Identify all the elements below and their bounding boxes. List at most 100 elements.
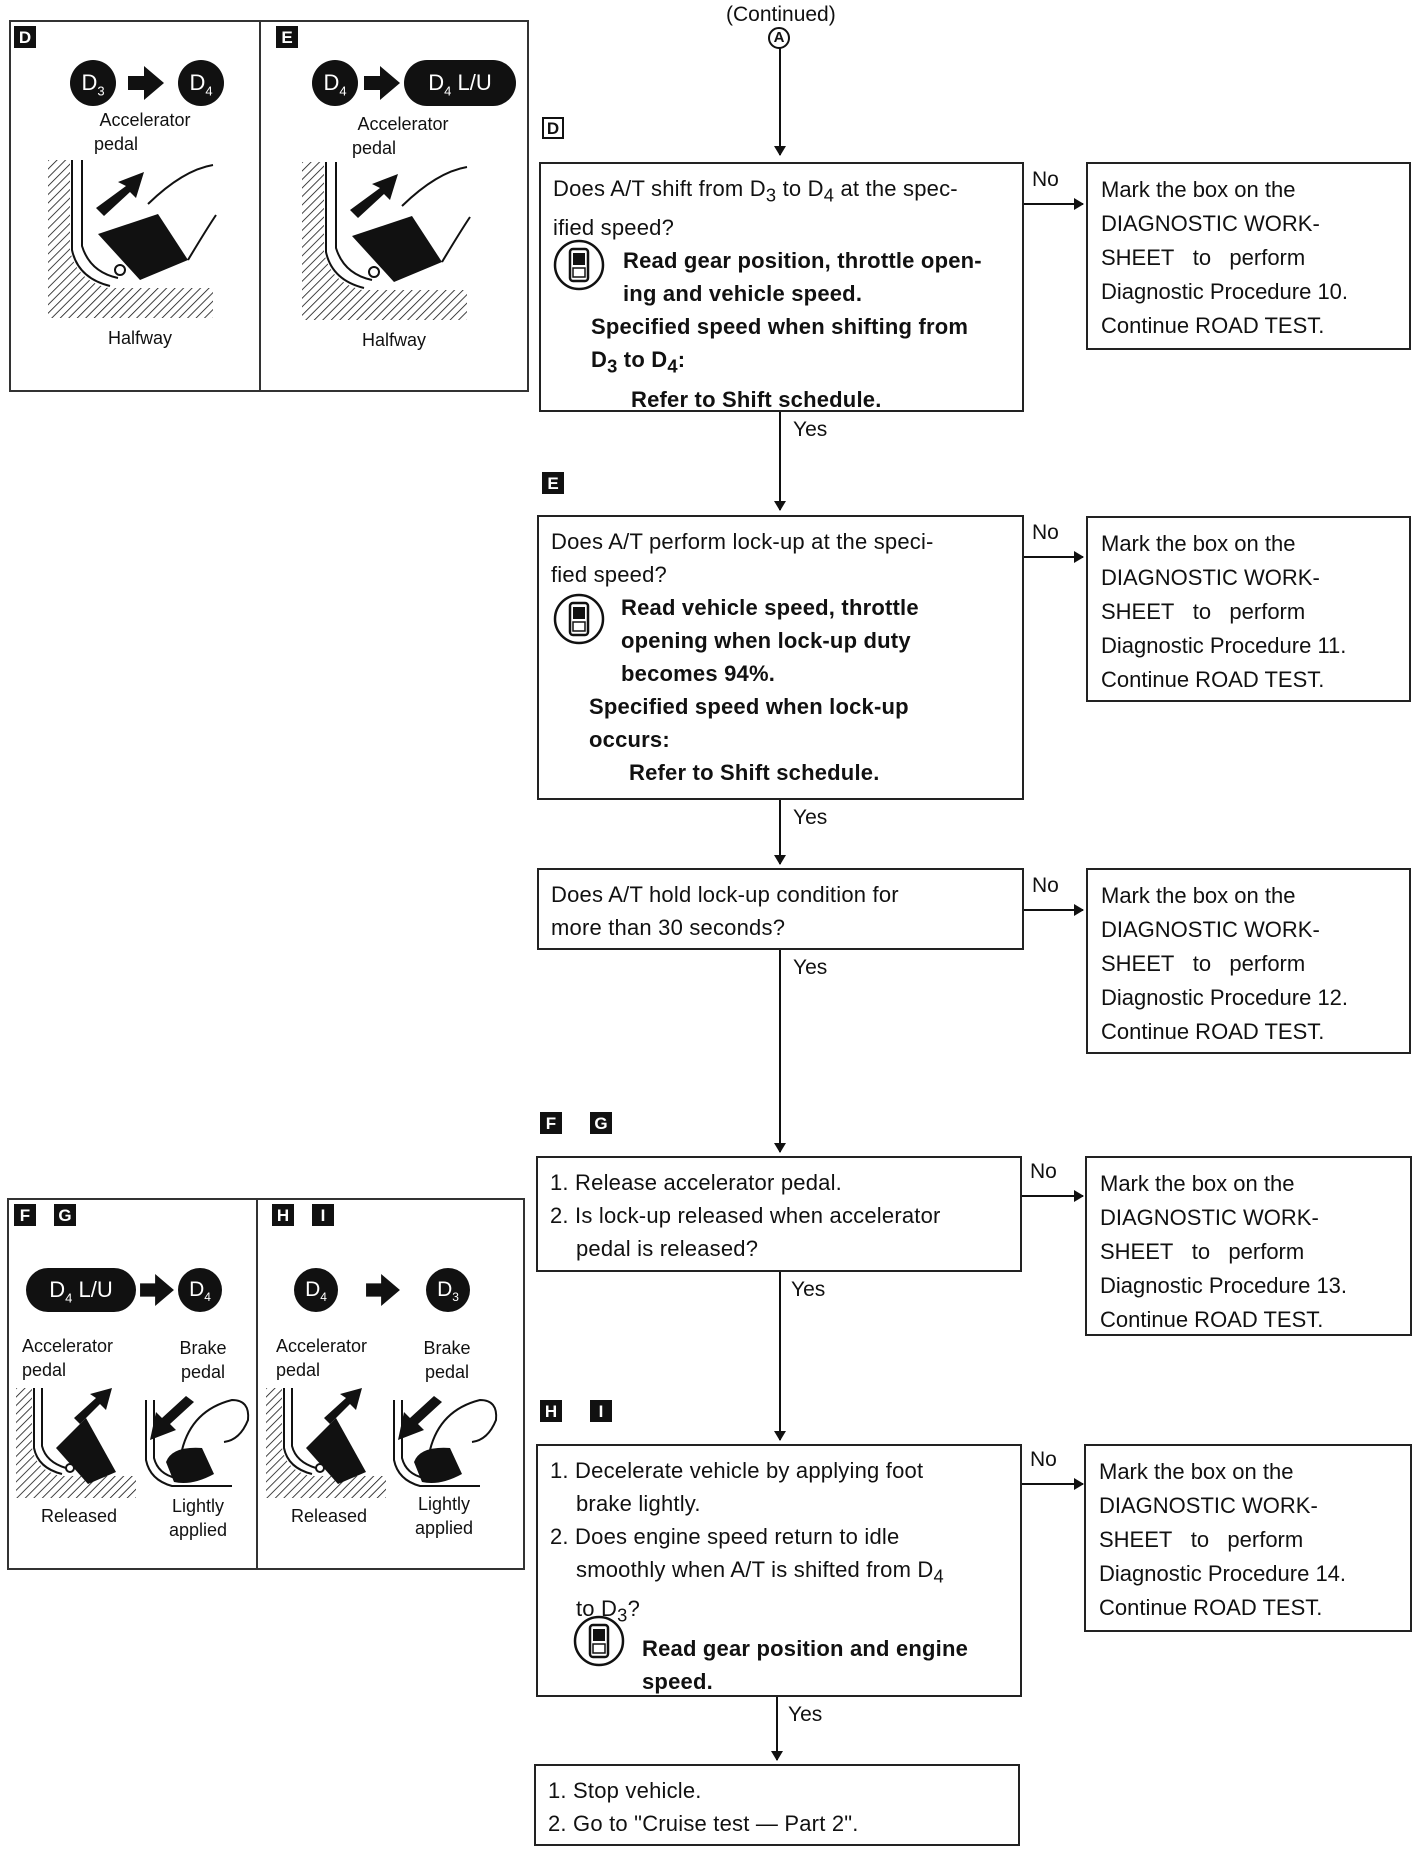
connector-a-label: A: [773, 29, 785, 46]
step-e-question-cont: fied speed?: [551, 562, 667, 587]
final-step-box: 1. Stop vehicle. 2. Go to "Cruise test —…: [534, 1764, 1020, 1846]
released-caption-fg: Released: [40, 1506, 118, 1526]
step-fg-line2: 2. Is lock-up released when accelerator: [550, 1203, 941, 1228]
step-hi-line2: brake lightly.: [576, 1491, 701, 1516]
arrow-right-icon: [140, 1274, 174, 1306]
yes-label-hold: Yes: [793, 956, 828, 979]
step-tag-g: G: [590, 1112, 612, 1134]
illustration-panel-de: [9, 20, 529, 392]
consult-tester-icon: [553, 239, 605, 291]
step-e-box: Does A/T perform lock-up at the speci- f…: [537, 515, 1024, 800]
gear-badge-d4-lockup: D4 L/U: [26, 1268, 136, 1312]
step-hi-box: 1. Decelerate vehicle by applying foot b…: [536, 1444, 1022, 1697]
step-hi-read-line2: speed.: [642, 1668, 713, 1694]
step-d-question-cont: ified speed?: [553, 215, 675, 241]
gear-badge-d4: D4: [178, 60, 224, 106]
panel-tag-h: H: [272, 1204, 294, 1226]
step-d-read-line2: ing and vehicle speed.: [623, 281, 863, 307]
step-d-spec-line2: D3 to D4:: [591, 347, 686, 377]
illustration-panel-fghi: [7, 1198, 525, 1570]
connector-a-symbol: A: [768, 27, 790, 49]
result-box-11: Mark the box on the DIAGNOSTIC WORK- SHE…: [1086, 516, 1411, 702]
step-hi-line3: 2. Does engine speed return to idle: [550, 1524, 900, 1549]
step-e-read-line2: opening when lock-up duty: [621, 628, 911, 653]
step-tag-d: D: [542, 117, 564, 139]
step-e-read-line1: Read vehicle speed, throttle: [621, 595, 919, 620]
panel-tag-i: I: [312, 1204, 334, 1226]
pedal-halfway-illustration: [302, 162, 471, 320]
consult-tester-icon: [573, 1615, 625, 1667]
step-d-read-line1: Read gear position, throttle open-: [623, 248, 982, 274]
no-label-fg: No: [1030, 1160, 1057, 1183]
no-label-hi: No: [1030, 1448, 1057, 1471]
final-line2: 2. Go to "Cruise test — Part 2".: [548, 1811, 859, 1836]
step-d-question: Does A/T shift from D3 to D4 at the spec…: [553, 176, 958, 206]
no-label-e: No: [1032, 521, 1059, 544]
final-line1: 1. Stop vehicle.: [548, 1778, 702, 1803]
yes-label-fg: Yes: [791, 1278, 826, 1301]
no-label-hold: No: [1032, 874, 1059, 897]
step-fg-box: 1. Release accelerator pedal. 2. Is lock…: [536, 1156, 1022, 1272]
step-tag-i: I: [590, 1400, 612, 1422]
step-e-spec-line3: Refer to Shift schedule.: [629, 760, 880, 785]
step-tag-h: H: [540, 1400, 562, 1422]
halfway-caption-e: Halfway: [361, 330, 427, 350]
consult-tester-icon: [553, 593, 605, 645]
gear-badge-d3: D3: [70, 60, 116, 106]
brake-lightly-applied-illustration: [145, 1396, 250, 1487]
panel-tag-g: G: [54, 1204, 76, 1226]
gear-badge-d4: D4: [178, 1268, 222, 1312]
arrow-right-icon: [366, 1274, 400, 1306]
gear-badge-d4: D4: [294, 1268, 338, 1312]
gear-badge-d4-lockup: D4 L/U: [404, 60, 516, 106]
gear-badge-d3: D3: [426, 1268, 470, 1312]
step-e-question: Does A/T perform lock-up at the speci-: [551, 529, 934, 554]
yes-label-e: Yes: [793, 806, 828, 829]
gear-badge-d4: D4: [312, 60, 358, 106]
step-tag-e: E: [542, 472, 564, 494]
result-box-14: Mark the box on the DIAGNOSTIC WORK- SHE…: [1084, 1444, 1412, 1632]
panel-tag-e: E: [276, 26, 298, 48]
step-hold-question-cont: more than 30 seconds?: [551, 915, 786, 940]
accelerator-released-illustration: [266, 1388, 386, 1498]
result-box-12: Mark the box on the DIAGNOSTIC WORK- SHE…: [1086, 868, 1411, 1054]
step-hi-line1: 1. Decelerate vehicle by applying foot: [550, 1458, 924, 1483]
step-e-read-line3: becomes 94%.: [621, 661, 776, 686]
no-label-d: No: [1032, 168, 1059, 191]
brake-lightly-applied-illustration: [393, 1396, 498, 1487]
continued-label: (Continued): [726, 3, 836, 26]
step-e-spec-line1: Specified speed when lock-up: [589, 694, 909, 719]
step-hi-line4: smoothly when A/T is shifted from D4: [576, 1557, 944, 1587]
halfway-caption-d: Halfway: [107, 328, 173, 348]
step-hold-box: Does A/T hold lock-up condition for more…: [537, 868, 1024, 950]
panel-tag-d: D: [14, 26, 36, 48]
step-d-spec-line3: Refer to Shift schedule.: [631, 386, 882, 412]
step-fg-line1: 1. Release accelerator pedal.: [550, 1170, 842, 1195]
arrow-right-icon: [128, 66, 164, 100]
step-tag-f: F: [540, 1112, 562, 1134]
step-e-spec-line2: occurs:: [589, 727, 670, 752]
arrow-right-icon: [364, 66, 400, 100]
yes-label-d: Yes: [793, 418, 828, 441]
step-hold-question: Does A/T hold lock-up condition for: [551, 882, 899, 907]
panel-divider: [259, 20, 261, 392]
step-fg-line3: pedal is released?: [576, 1236, 759, 1261]
accelerator-released-illustration: [16, 1388, 136, 1498]
panel-tag-f: F: [14, 1204, 36, 1226]
yes-label-hi: Yes: [788, 1703, 823, 1726]
result-box-13: Mark the box on the DIAGNOSTIC WORK- SHE…: [1085, 1156, 1412, 1336]
result-box-10: Mark the box on the DIAGNOSTIC WORK- SHE…: [1086, 162, 1411, 350]
released-caption-hi: Released: [290, 1506, 368, 1526]
pedal-halfway-illustration: [48, 160, 217, 318]
step-d-spec-line1: Specified speed when shifting from: [591, 314, 969, 340]
panel-divider: [256, 1198, 258, 1570]
